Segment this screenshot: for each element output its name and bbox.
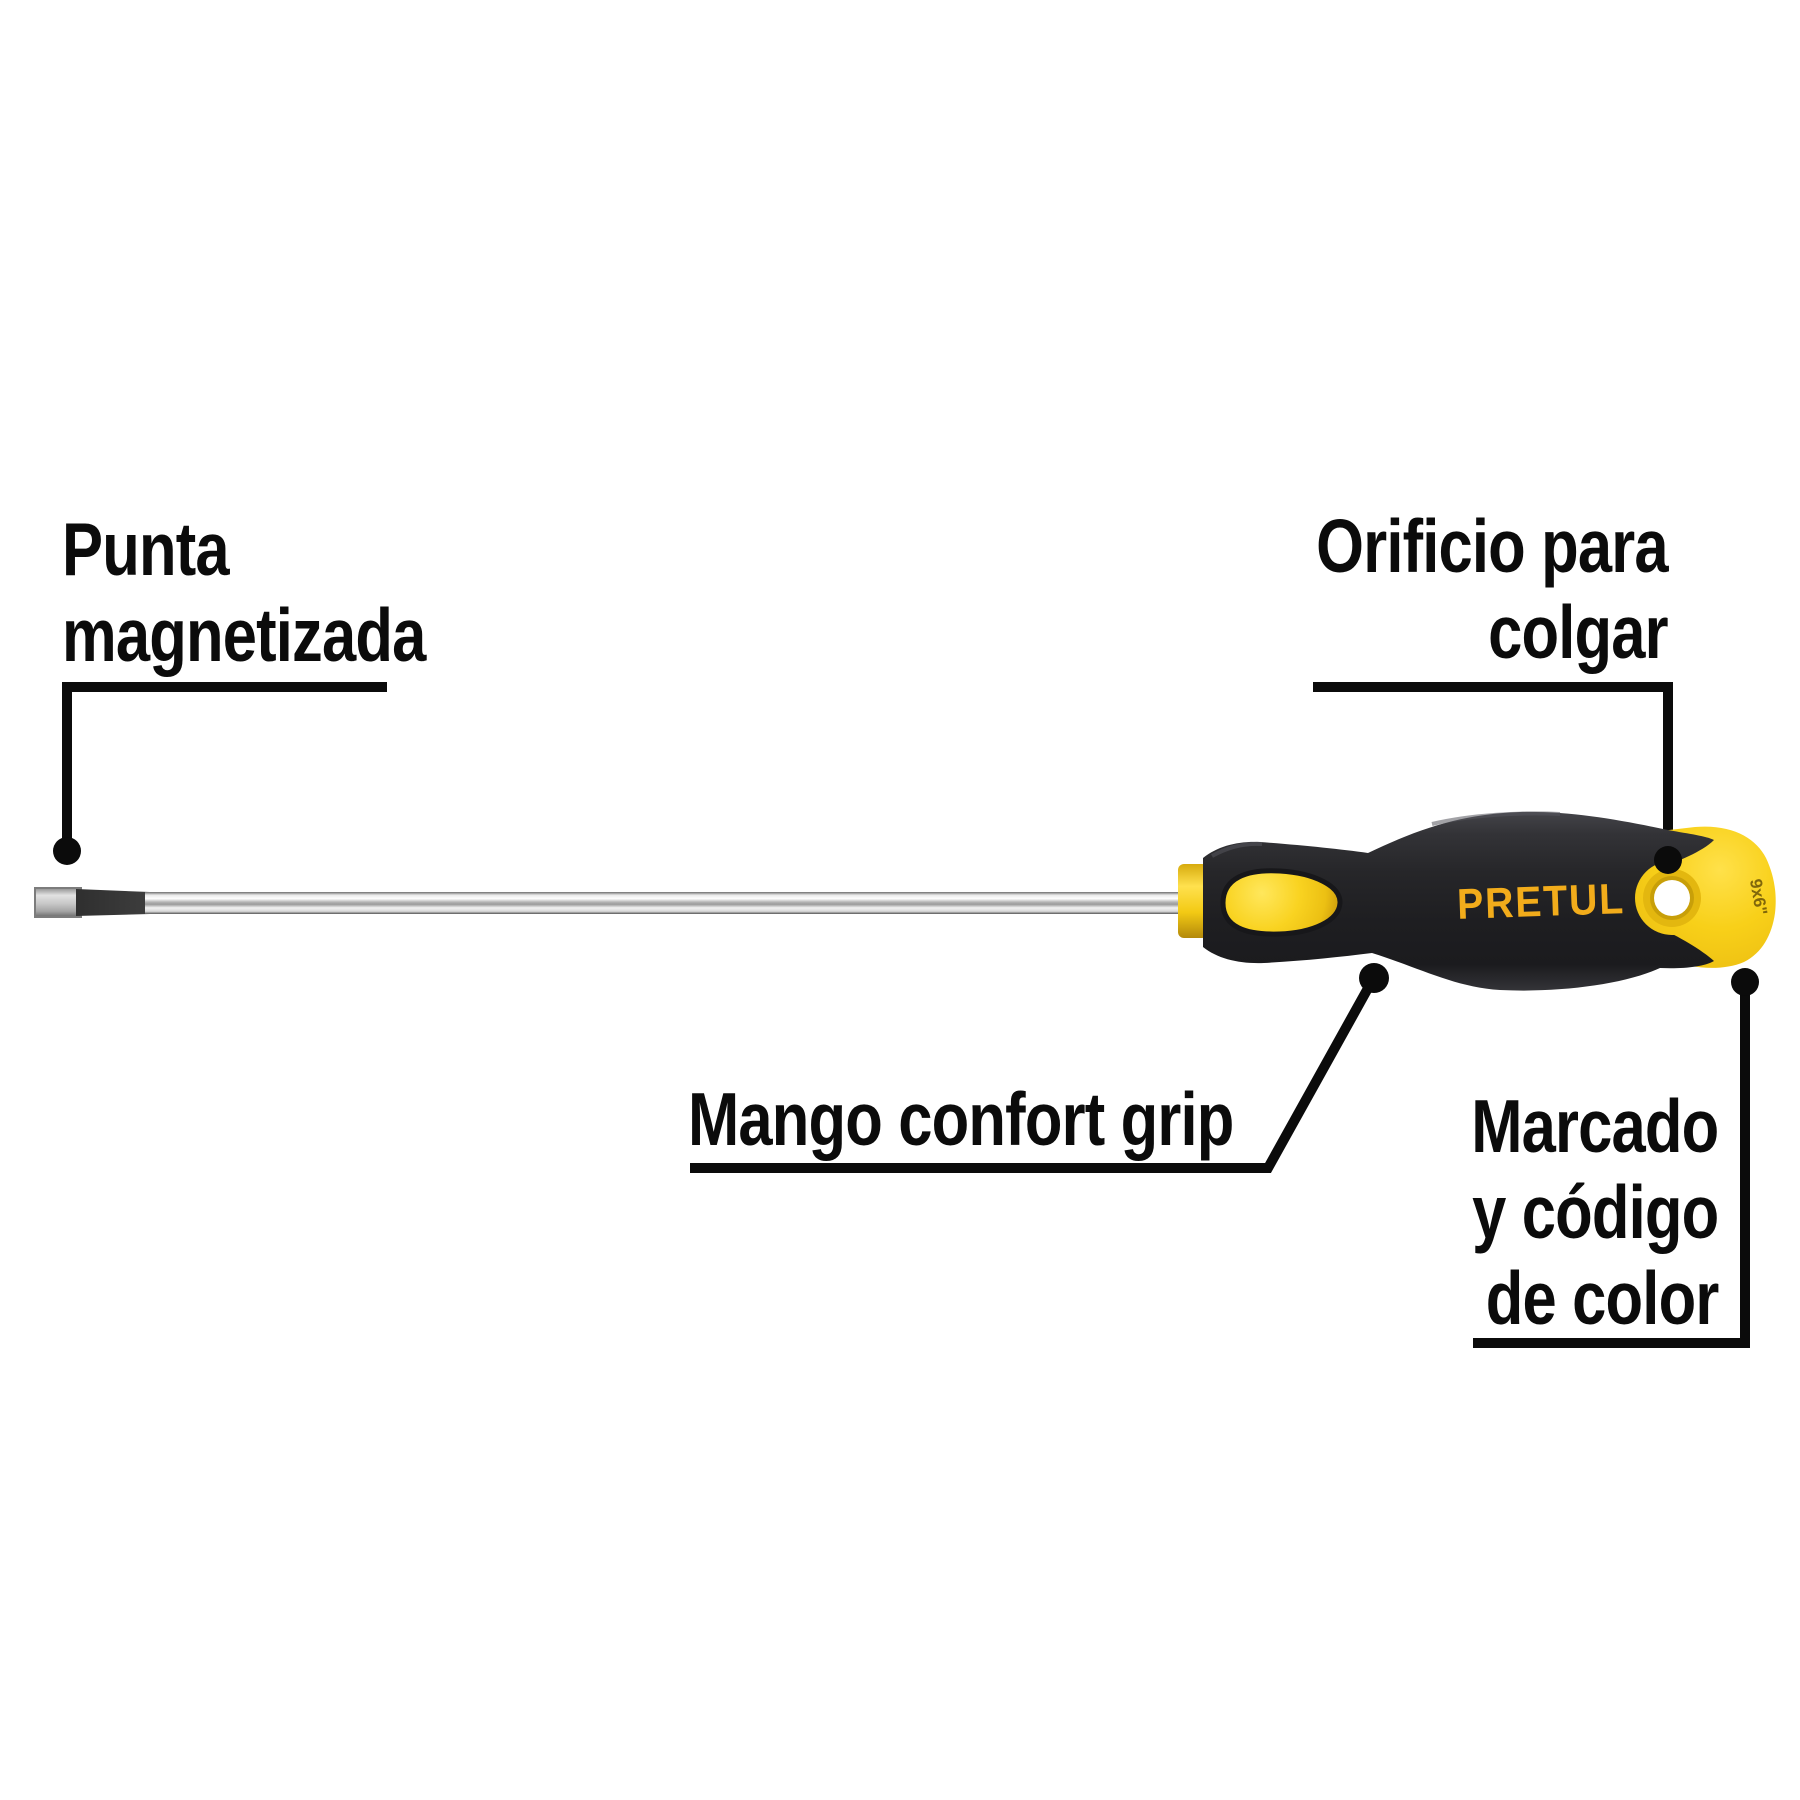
callout-dot-marcado bbox=[1731, 968, 1759, 996]
callout-dots bbox=[53, 837, 1759, 996]
label-mango-line1: Mango confort grip bbox=[688, 1077, 1234, 1161]
label-punta-line1: Punta bbox=[62, 507, 230, 591]
callout-lines bbox=[62, 682, 1750, 1348]
brand-text: PRETUL bbox=[1456, 875, 1626, 929]
hanging-hole bbox=[1654, 880, 1690, 916]
label-punta-line2: magnetizada bbox=[62, 593, 426, 677]
handle-front-oval bbox=[1220, 868, 1343, 937]
screwdriver: PRETUL 9x6" bbox=[34, 811, 1776, 991]
label-orificio-para-colgar: Orificio para colgar bbox=[1316, 503, 1668, 675]
label-punta-magnetizada: Punta magnetizada bbox=[62, 506, 426, 678]
callout-line-marcado bbox=[1473, 985, 1750, 1348]
ferrule bbox=[1178, 864, 1208, 938]
callout-dot-mango bbox=[1359, 963, 1389, 993]
label-orificio-line1: Orificio para bbox=[1316, 504, 1668, 588]
handle-body bbox=[1203, 811, 1714, 991]
screwdriver-shaft bbox=[145, 892, 1195, 914]
callout-line-mango bbox=[690, 978, 1377, 1173]
label-marcado-codigo-color: Marcado y código de color bbox=[1470, 1083, 1719, 1341]
callout-line-orificio bbox=[1313, 682, 1673, 856]
label-marcado-line3: de color bbox=[1485, 1256, 1718, 1340]
label-marcado-line1: Marcado bbox=[1470, 1084, 1719, 1168]
label-orificio-line2: colgar bbox=[1488, 590, 1668, 674]
label-marcado-line2: y código bbox=[1471, 1170, 1719, 1254]
screwdriver-flat-tip bbox=[34, 887, 82, 918]
label-mango-confort-grip: Mango confort grip bbox=[688, 1076, 1234, 1162]
callout-line-punta bbox=[62, 682, 387, 848]
callout-dot-orificio bbox=[1654, 846, 1682, 874]
callout-dot-punta bbox=[53, 837, 81, 865]
handle-rim-highlight bbox=[1211, 811, 1561, 858]
